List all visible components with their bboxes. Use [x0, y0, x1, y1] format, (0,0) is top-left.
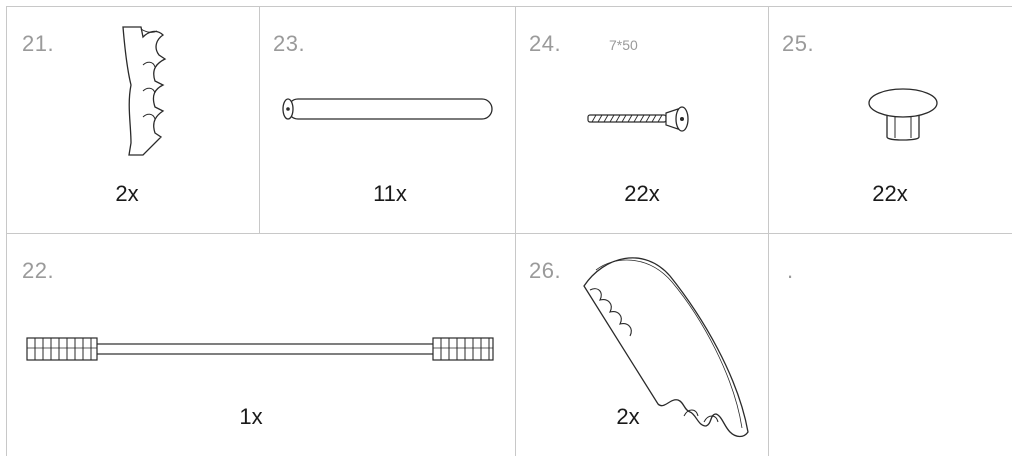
part-cell-23: 23. 11x [260, 7, 515, 233]
grid-line-left [6, 6, 7, 456]
part-number: 24. [529, 31, 562, 56]
grid-line-top [6, 6, 1012, 7]
part-cell-blank: . [769, 234, 1012, 456]
screw-bolt-icon [587, 106, 689, 132]
part-quantity: 11x [373, 181, 407, 206]
grid-line-middle [6, 233, 1012, 234]
part-quantity: 1x [239, 404, 263, 429]
threaded-rod-icon [26, 337, 494, 361]
part-spec: 7*50 [609, 37, 638, 53]
part-quantity: 22x [872, 181, 908, 206]
part-number: . [787, 258, 794, 283]
part-cell-24: 24. 7*50 22x [516, 7, 768, 233]
part-cell-26: 26. 2x [516, 234, 768, 456]
curved-bracket-icon [583, 257, 749, 438]
part-number: 22. [22, 258, 55, 283]
wooden-dowel-rod-icon [282, 98, 493, 120]
part-quantity: 2x [115, 181, 139, 206]
part-quantity: 2x [616, 404, 640, 429]
part-number: 21. [22, 31, 55, 56]
part-cell-22: 22. 1x [7, 234, 515, 456]
part-number: 26. [529, 258, 562, 283]
part-number: 25. [782, 31, 815, 56]
part-cell-21: 21. 2x [7, 7, 259, 233]
grid-line-col1 [259, 6, 260, 233]
part-number: 23. [273, 31, 306, 56]
cap-knob-icon [868, 88, 938, 141]
part-cell-25: 25. 22x [769, 7, 1012, 233]
part-quantity: 22x [624, 181, 660, 206]
grid-line-col3 [768, 6, 769, 456]
grid-line-col2 [515, 6, 516, 456]
ladder-side-bracket-icon [122, 26, 167, 156]
